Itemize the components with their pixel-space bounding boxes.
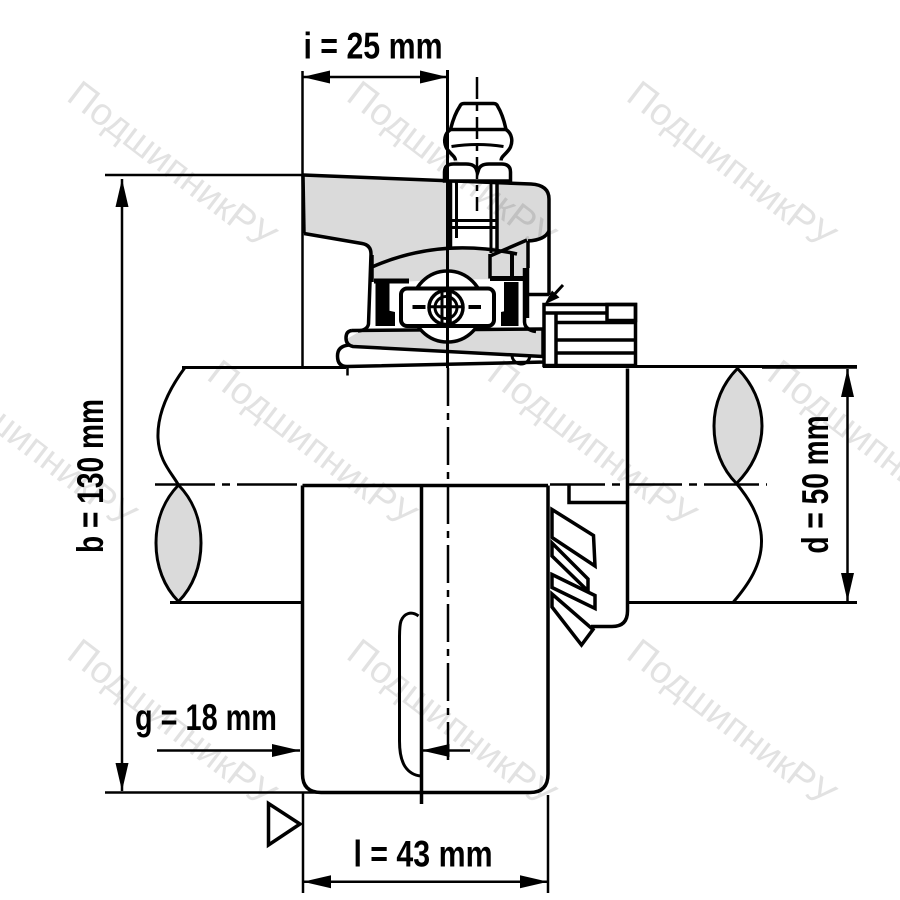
svg-text:i = 25 mm: i = 25 mm <box>303 26 442 68</box>
svg-text:b = 130 mm: b = 130 mm <box>69 399 111 553</box>
svg-text:d = 50 mm: d = 50 mm <box>794 415 836 553</box>
svg-text:g = 18 mm: g = 18 mm <box>135 698 277 739</box>
svg-text:l = 43 mm: l = 43 mm <box>353 834 492 876</box>
